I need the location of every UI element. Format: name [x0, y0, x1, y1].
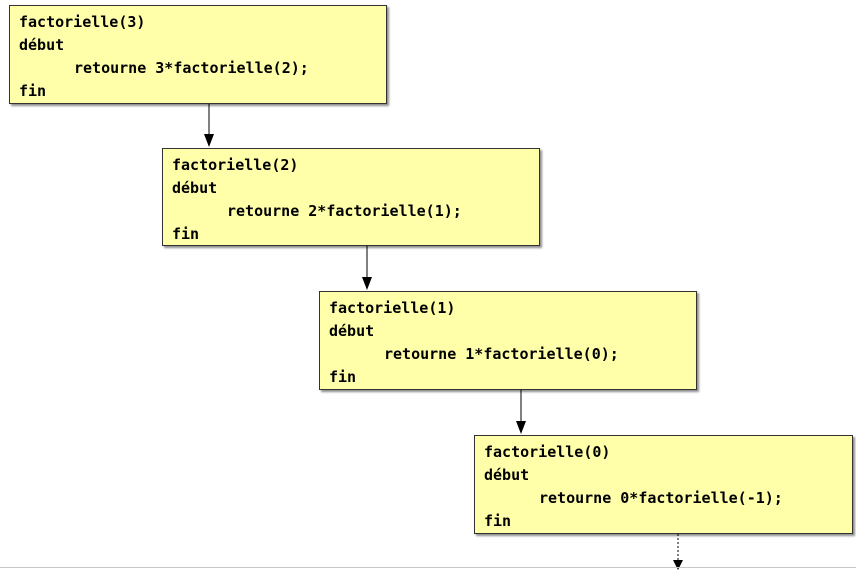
call-frame-factorielle-1: factorielle(1) début retourne 1*factorie…	[319, 291, 697, 390]
arrowhead-icon	[673, 560, 683, 570]
function-header: factorielle(1)	[329, 299, 456, 317]
end-keyword: fin	[19, 82, 47, 100]
function-header: factorielle(2)	[172, 156, 299, 174]
end-keyword: fin	[172, 225, 200, 243]
function-header: factorielle(3)	[19, 13, 146, 31]
return-statement: retourne 1*factorielle(0);	[384, 345, 619, 363]
call-frame-factorielle-2: factorielle(2) début retourne 2*factorie…	[162, 148, 540, 246]
begin-keyword: début	[172, 179, 218, 197]
function-header: factorielle(0)	[484, 443, 611, 461]
page-divider	[0, 567, 856, 568]
call-frame-factorielle-0: factorielle(0) début retourne 0*factorie…	[474, 435, 853, 534]
begin-keyword: début	[329, 322, 375, 340]
call-frame-factorielle-3: factorielle(3) début retourne 3*factorie…	[9, 5, 387, 104]
arrowhead-icon	[516, 421, 526, 434]
end-keyword: fin	[484, 512, 512, 530]
begin-keyword: début	[19, 36, 65, 54]
arrowhead-icon	[204, 134, 214, 147]
return-statement: retourne 0*factorielle(-1);	[539, 489, 783, 507]
return-statement: retourne 3*factorielle(2);	[74, 59, 309, 77]
arrowhead-icon	[362, 277, 372, 290]
begin-keyword: début	[484, 466, 530, 484]
end-keyword: fin	[329, 368, 357, 386]
return-statement: retourne 2*factorielle(1);	[227, 202, 462, 220]
